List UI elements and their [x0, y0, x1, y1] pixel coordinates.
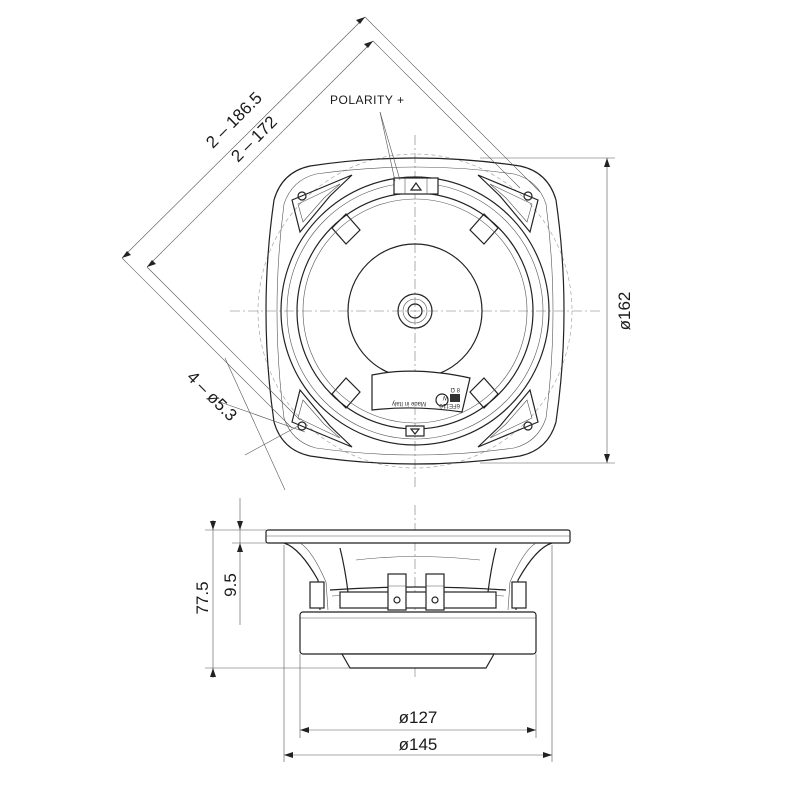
- side-flange: [265, 529, 571, 544]
- polarity-terminal: [379, 111, 439, 195]
- side-view-dimensions: 77.5 9.5 ø127 ø145: [193, 498, 553, 762]
- frame-outline: [265, 157, 565, 465]
- cone-inner-ring: [302, 198, 528, 424]
- front-view: POLARITY + 6FE110 300 W 8 Ω Made in Ital…: [230, 93, 600, 490]
- bottom-terminal: [405, 425, 425, 437]
- label-origin: Made in Italy: [392, 400, 426, 406]
- side-view: [265, 505, 571, 680]
- logo-mark-icon: [435, 393, 449, 407]
- corner-tab-top-right: [477, 174, 539, 234]
- dim-flange-thickness: 9.5: [221, 573, 240, 597]
- frame-inner-outline: [276, 166, 554, 456]
- bolt-circle: [257, 153, 573, 469]
- logo-badge-icon: [450, 394, 460, 402]
- front-view-dimensions: ø162 2 – 186.5 2 – 172 4 – ø5.3: [121, 16, 634, 491]
- dim-outer-diameter: ø145: [399, 735, 438, 754]
- polarity-label: POLARITY +: [330, 93, 404, 107]
- dim-frame-diameter: ø162: [615, 292, 634, 331]
- dim-mounting-holes: 4 – ø5.3: [183, 367, 241, 425]
- label-impedance: 8 Ω: [450, 386, 460, 392]
- side-basket: [283, 542, 553, 611]
- label-plate: 6FE110 300 W 8 Ω Made in Italy: [371, 370, 471, 413]
- dim-magnet-diameter: ø127: [399, 708, 438, 727]
- label-model: 6FE110: [439, 402, 460, 408]
- side-terminals: [387, 573, 445, 611]
- dim-total-depth: 77.5: [193, 581, 212, 614]
- pole-piece-outer: [397, 293, 433, 329]
- side-back-plate: [340, 653, 496, 669]
- vent-hole: [407, 303, 423, 319]
- surround-outer-ring: [280, 176, 550, 446]
- pole-piece-inner: [402, 298, 428, 324]
- corner-tab-top-left: [291, 174, 353, 234]
- corner-tab-bottom-right: [477, 388, 539, 448]
